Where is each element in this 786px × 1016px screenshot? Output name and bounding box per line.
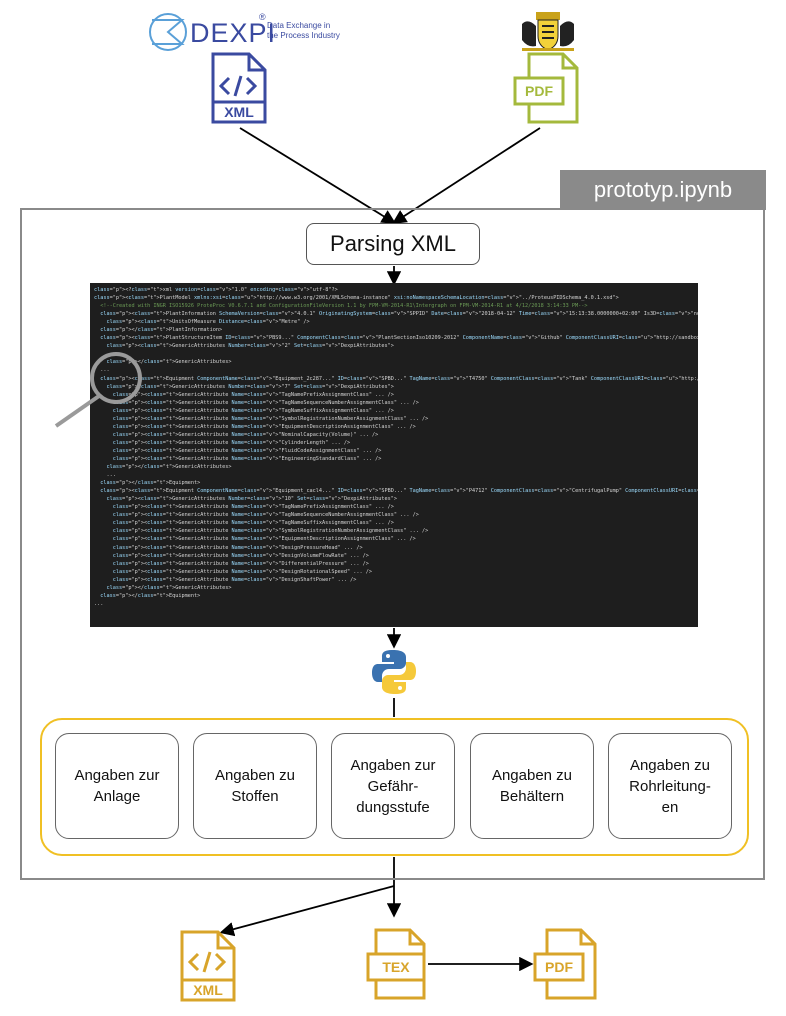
code-line: class="p"><class="t">PlantInformation Sc… (100, 311, 698, 318)
xml-file-icon (211, 52, 267, 124)
output-pdf-file-icon (533, 928, 597, 1000)
output-pdf-file: PDF (533, 928, 599, 1000)
category-anlage: Angaben zur Anlage (55, 733, 179, 839)
output-xml-file-icon (180, 930, 236, 1002)
category-gefaehrdungsstufe: Angaben zur Gefähr- dungsstufe (331, 733, 455, 839)
code-line: class="p"></class="t">PlantInformation> (100, 327, 223, 334)
code-line: class="p"><class="t">GenericAttribute Na… (112, 560, 369, 567)
code-line: <!--Created with INGR ISO15926 ProteProc… (94, 303, 588, 310)
input-pdf-file: PDF (513, 52, 579, 124)
code-line: class="p"><class="t">UnitsOfMeasure Dist… (106, 319, 310, 326)
arrow-xml-to-parser (239, 127, 397, 224)
code-line: class="p"><class="t">GenericAttribute Na… (112, 512, 419, 519)
code-line: class="p"><class="t">GenericAttribute Na… (112, 399, 419, 406)
code-line: class="p"><class="t">GenericAttribute Na… (112, 536, 416, 543)
code-line: ... (94, 351, 123, 358)
dexpi-wordmark: DEXPI (190, 18, 277, 48)
code-line: class="p"><class="t">GenericAttribute Na… (112, 528, 429, 535)
dexpi-subtitle: Data Exchange in the Process Industry (267, 21, 340, 40)
code-line: class="p"><class="t">GenericAttribute Na… (112, 520, 394, 527)
python-icon (372, 650, 416, 694)
dexpi-registered-mark: ® (259, 12, 266, 22)
code-line: class="p"><class="t">GenericAttributes N… (106, 383, 394, 390)
category-stoffe: Angaben zu Stoffen (193, 733, 317, 839)
code-line: class="p"><class="t">GenericAttribute Na… (112, 407, 394, 414)
output-tex-file: TEX (366, 928, 432, 1000)
output-tex-label: TEX (382, 959, 410, 975)
code-line: class="p"></class="t">Equipment> (100, 592, 201, 599)
code-line: class="p"><class="t">GenericAttribute Na… (112, 439, 351, 446)
code-line: ... (94, 600, 104, 607)
categories-group (40, 718, 749, 856)
code-line: class="p"><class="t">GenericAttribute Na… (112, 576, 357, 583)
code-line: class="p"></class="t">GenericAttributes> (106, 359, 232, 366)
code-line: class="p"><class="t">GenericAttribute Na… (112, 552, 369, 559)
pdf-file-icon (513, 52, 579, 124)
code-line: class="p"><class="t">GenericAttribute Na… (112, 415, 429, 422)
input-xml-label: XML (224, 104, 254, 120)
arrow-to-xml-output (219, 885, 395, 937)
code-line: class="p"><class="t">GenericAttribute Na… (112, 568, 373, 575)
code-line: class="p"><?class="t">xml version=class=… (94, 287, 338, 293)
code-line: class="p"><class="t">GenericAttribute Na… (112, 431, 379, 438)
code-line: class="p"><class="t">GenericAttribute Na… (112, 447, 382, 454)
code-line: class="p"><class="t">PlantStructureItem … (100, 335, 698, 342)
code-line: class="p"><class="t">GenericAttribute Na… (112, 455, 382, 462)
parsing-xml-step: Parsing XML (306, 223, 480, 265)
prototype-frame (20, 208, 765, 880)
category-behaelter: Angaben zu Behältern (470, 733, 594, 839)
notebook-label: prototyp.ipynb (560, 170, 766, 210)
code-line: ... (94, 367, 110, 374)
output-pdf-label: PDF (545, 959, 573, 975)
code-line: class="p"><class="t">Equipment Component… (100, 488, 698, 495)
code-line: ... (94, 472, 116, 479)
code-line: class="p"><class="t">GenericAttribute Na… (112, 423, 416, 430)
code-line: class="p"><class="t">GenericAttribute Na… (112, 391, 394, 398)
code-line: class="p"><class="t">GenericAttributes N… (106, 343, 394, 350)
magnifier-icon (54, 352, 142, 428)
input-pdf-label: PDF (525, 83, 553, 99)
code-line: class="p"><class="t">GenericAttribute Na… (112, 504, 394, 511)
code-line: class="p"></class="t">GenericAttributes> (106, 464, 232, 471)
code-line: class="p"><class="t">Equipment Component… (100, 375, 698, 382)
arrow-pdf-to-parser (391, 127, 541, 224)
tex-file-icon (366, 928, 426, 1000)
code-line: class="p"><class="t">GenericAttributes N… (106, 496, 398, 503)
category-rohrleitungen: Angaben zu Rohrleitung- en (608, 733, 732, 839)
code-line: class="p"></class="t">Equipment> (100, 480, 201, 487)
code-line: class="p"></class="t">GenericAttributes> (106, 584, 232, 591)
dexpi-sigma-icon (149, 13, 187, 51)
xml-code-panel: class="p"><?class="t">xml version=class=… (90, 283, 698, 627)
input-xml-file: XML (211, 52, 267, 124)
output-xml-label: XML (193, 982, 223, 998)
coat-of-arms-icon (522, 12, 574, 51)
code-line: class="p"><class="t">PlantModel xmlns:xs… (94, 295, 619, 302)
code-line: class="p"><class="t">GenericAttribute Na… (112, 544, 363, 551)
output-xml-file: XML (180, 930, 236, 1002)
